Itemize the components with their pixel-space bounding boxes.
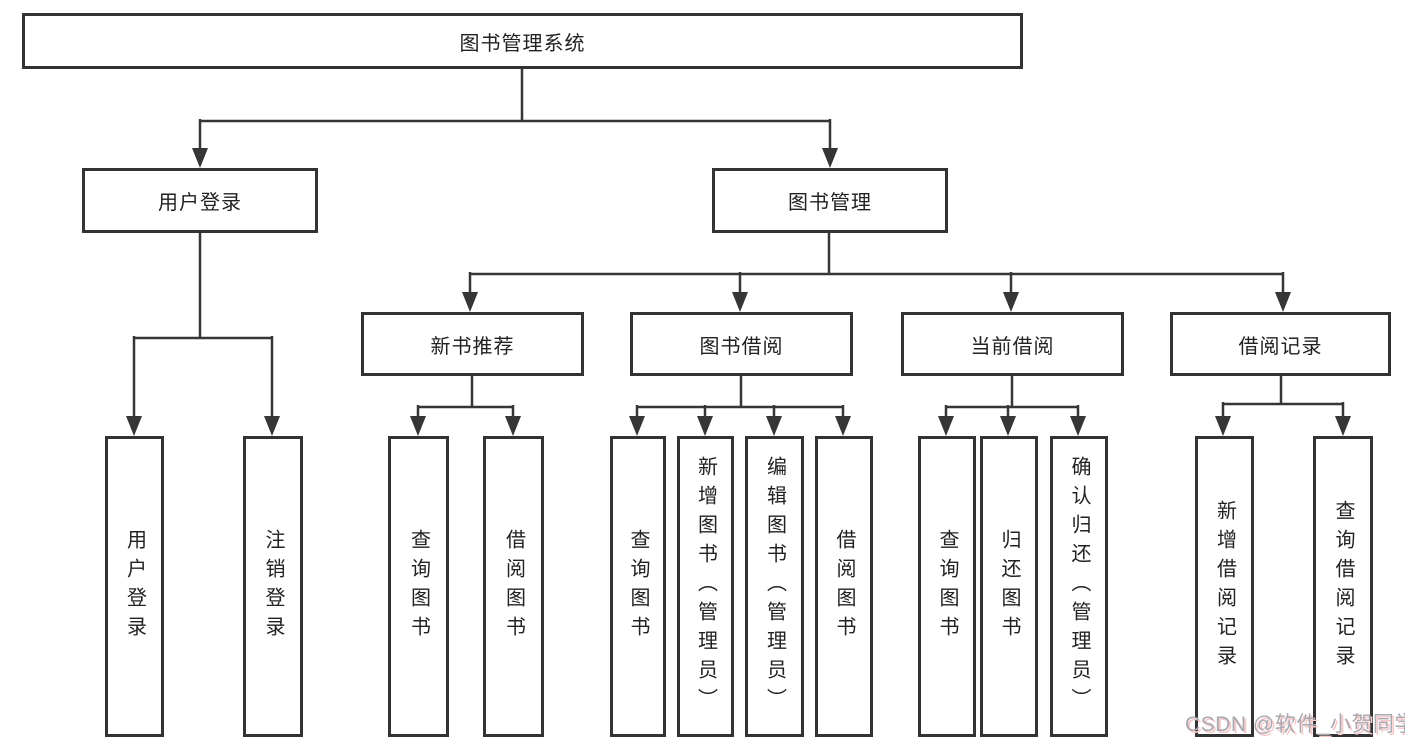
- leaf-current-return-books: 归还图书: [980, 436, 1038, 737]
- leaf-recommend-borrow-books-label: 借阅图书: [502, 528, 525, 645]
- node-user-login-label: 用户登录: [158, 192, 242, 214]
- leaf-borrow-borrow-books-label: 借阅图书: [833, 528, 855, 645]
- leaf-current-confirm-return-admin-label: 确认归还（管理员）: [1068, 456, 1090, 717]
- leaf-borrow-add-books-admin: 新增图书（管理员）: [677, 436, 734, 737]
- leaf-recommend-query-books: 查询图书: [388, 436, 449, 737]
- node-new-book-recommend-label: 新书推荐: [430, 335, 515, 358]
- leaf-borrow-borrow-books: 借阅图书: [815, 436, 873, 737]
- leaf-logout: 注销登录: [243, 436, 303, 737]
- node-current-borrow: 当前借阅: [901, 312, 1124, 376]
- leaf-recommend-borrow-books: 借阅图书: [483, 436, 544, 737]
- leaf-current-confirm-return-admin: 确认归还（管理员）: [1050, 436, 1108, 737]
- leaf-current-return-books-label: 归还图书: [998, 528, 1020, 645]
- leaf-user-login: 用户登录: [105, 436, 164, 737]
- node-book-management: 图书管理: [712, 168, 948, 233]
- leaf-current-query-books-label: 查询图书: [936, 528, 958, 645]
- node-book-management-label: 图书管理: [788, 192, 872, 214]
- leaf-borrow-query-books: 查询图书: [610, 436, 666, 737]
- leaf-borrow-query-books-label: 查询图书: [627, 528, 649, 645]
- arrowheads: [126, 148, 1351, 436]
- root-node-label: 图书管理系统: [459, 32, 586, 55]
- node-user-login: 用户登录: [82, 168, 318, 233]
- node-book-borrow-label: 图书借阅: [699, 335, 784, 358]
- node-book-borrow: 图书借阅: [630, 312, 853, 376]
- leaf-records-add-record: 新增借阅记录: [1195, 436, 1254, 737]
- leaf-borrow-edit-books-admin-label: 编辑图书（管理员）: [763, 456, 786, 717]
- node-borrow-records-label: 借阅记录: [1238, 335, 1323, 358]
- leaf-user-login-label: 用户登录: [123, 528, 146, 645]
- root-node-library-system: 图书管理系统: [22, 13, 1023, 69]
- node-current-borrow-label: 当前借阅: [970, 335, 1055, 358]
- leaf-records-query-record-label: 查询借阅记录: [1332, 499, 1354, 674]
- leaf-recommend-query-books-label: 查询图书: [407, 528, 430, 645]
- leaf-borrow-add-books-admin-label: 新增图书（管理员）: [694, 456, 717, 717]
- leaf-records-add-record-label: 新增借阅记录: [1213, 499, 1236, 674]
- leaf-logout-label: 注销登录: [262, 528, 284, 645]
- leaf-records-query-record: 查询借阅记录: [1313, 436, 1373, 737]
- leaf-current-query-books: 查询图书: [918, 436, 976, 737]
- csdn-watermark: CSDN @软件_小贺同学: [1185, 713, 1405, 736]
- node-borrow-records: 借阅记录: [1170, 312, 1391, 376]
- leaf-borrow-edit-books-admin: 编辑图书（管理员）: [745, 436, 804, 737]
- node-new-book-recommend: 新书推荐: [361, 312, 584, 376]
